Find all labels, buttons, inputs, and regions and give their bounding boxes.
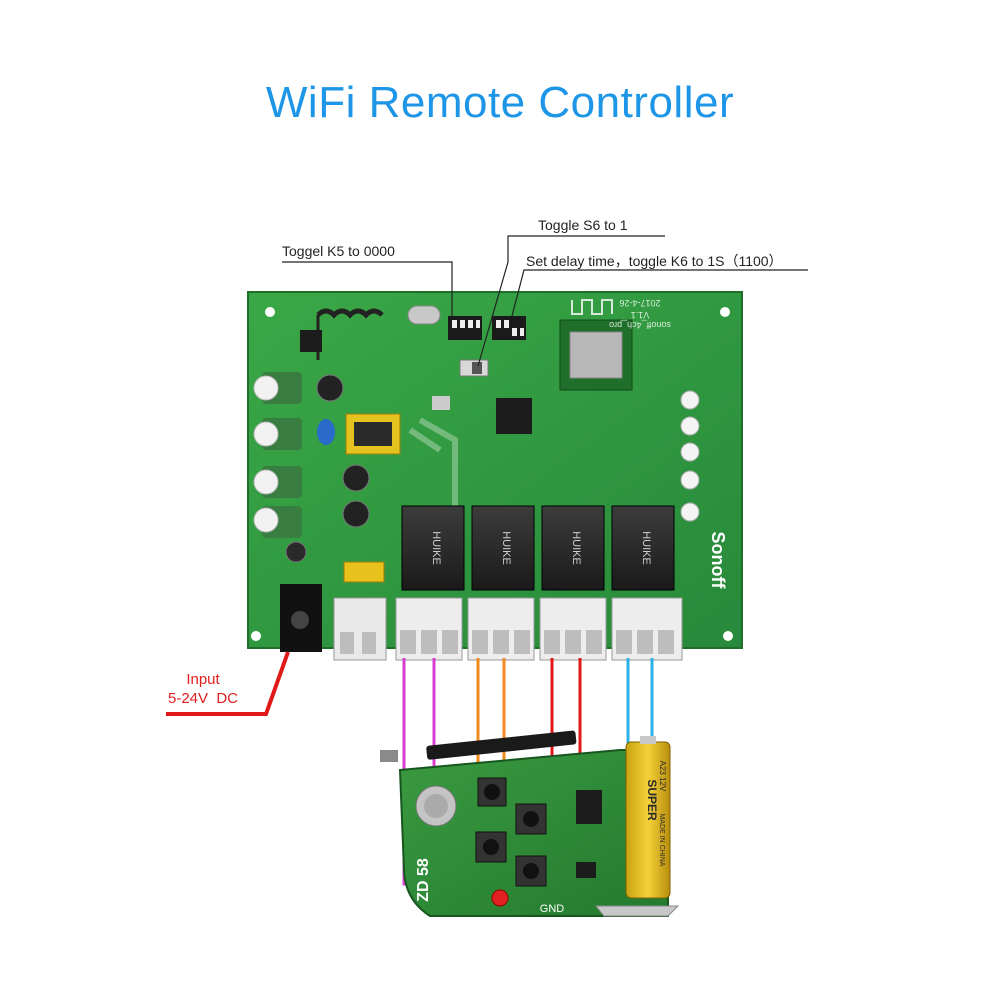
dip-switch-k5 <box>448 316 482 340</box>
left-button-column <box>253 372 302 538</box>
input-label-line2: 5-24V DC <box>167 690 239 707</box>
input-power-wire <box>166 651 290 716</box>
callout-line-k5 <box>282 261 453 316</box>
terminal-blocks <box>333 597 683 661</box>
sonoff-4ch-pro-board: HUIKE HUIKE HUIKE HUIKE <box>247 291 743 661</box>
mount-hole <box>723 631 733 641</box>
mcu-chip <box>496 398 532 434</box>
callout-k5-label: Toggel K5 to 0000 <box>282 243 395 259</box>
relay-brand-label: HUIKE <box>500 531 512 565</box>
relay-brand-label: HUIKE <box>640 531 652 565</box>
esp8285-wifi-module <box>559 299 633 391</box>
relay-1: HUIKE <box>401 505 465 591</box>
sonoff-brand: Sonoff <box>708 532 728 590</box>
mount-hole <box>720 307 730 317</box>
page-title: WiFi Remote Controller <box>265 78 735 127</box>
remote-pcb-label: ZD 58 <box>415 858 432 902</box>
capacitors <box>285 374 370 563</box>
input-label: Input 5-24V DC <box>148 670 258 708</box>
relay-4: HUIKE <box>611 505 675 591</box>
silk-version: V1.1 <box>631 310 650 320</box>
input-label-line1: Input <box>186 671 220 688</box>
remote-antenna <box>426 730 577 760</box>
silk-date: 2017-4-26 <box>619 298 660 308</box>
dip-switch-k6 <box>492 316 526 340</box>
relay-2: HUIKE <box>471 505 535 591</box>
remote-gnd-label: GND <box>540 903 565 915</box>
callout-s6-label: Toggle S6 to 1 <box>538 217 628 233</box>
callout-lines <box>282 235 808 367</box>
callout-line-s6 <box>477 235 665 367</box>
callout-k6-label: Set delay time，toggle K6 to 1S（1100） <box>526 253 783 269</box>
callout-line-k6 <box>511 269 808 317</box>
rf-remote-board: ZD 58 GND SUPER A23 12V MADE IN CHINA <box>380 730 680 917</box>
silk-model: sonoff_4ch_pro <box>609 320 671 330</box>
remote-buttons <box>475 777 547 887</box>
battery-origin: MADE IN CHINA <box>658 814 665 867</box>
mount-hole <box>251 631 261 641</box>
remote-battery: SUPER A23 12V MADE IN CHINA <box>625 736 671 899</box>
status-leds <box>680 390 700 522</box>
mount-hole <box>265 307 275 317</box>
pcb-body <box>247 291 743 649</box>
relay-3: HUIKE <box>541 505 605 591</box>
battery-type: A23 12V <box>658 761 667 792</box>
relay-brand-label: HUIKE <box>570 531 582 565</box>
relay-brand-label: HUIKE <box>430 531 442 565</box>
battery-brand: SUPER <box>645 779 659 821</box>
crystal-oscillator <box>407 305 441 325</box>
remote-red-led <box>491 889 509 907</box>
